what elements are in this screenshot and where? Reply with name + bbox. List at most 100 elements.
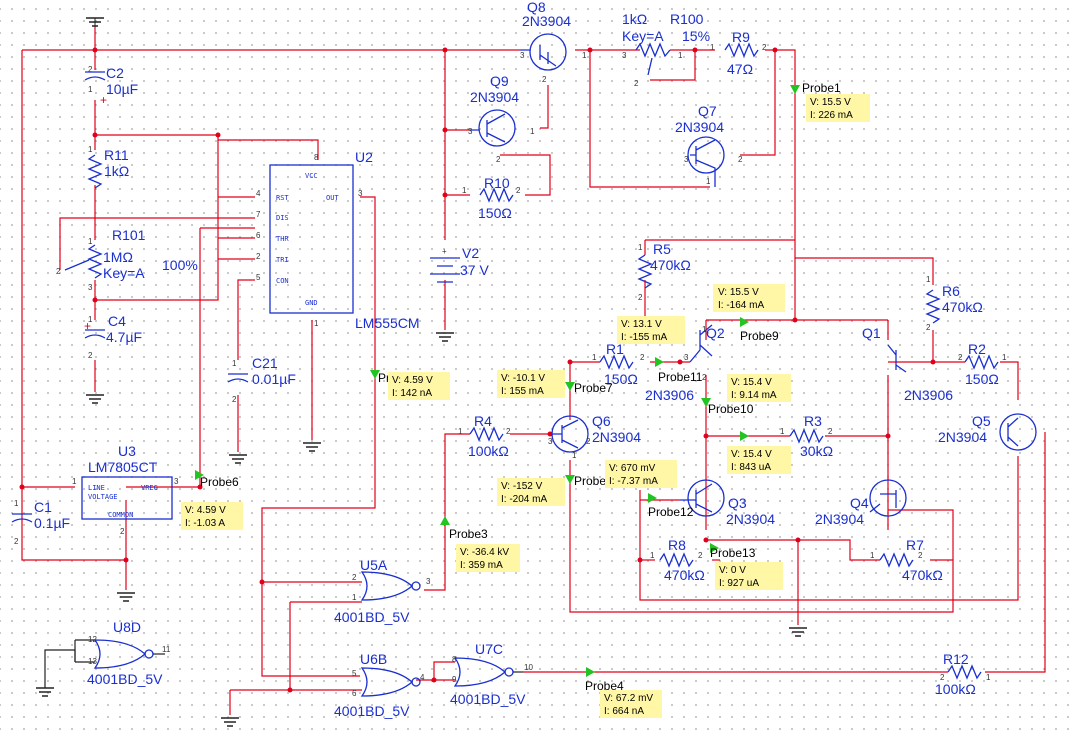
pin-number: 5 — [352, 669, 357, 678]
svg-text:I: -7.37 mA: I: -7.37 mA — [609, 476, 658, 487]
pin-number: + — [442, 247, 447, 256]
svg-text:I: 142 nA: I: 142 nA — [392, 388, 432, 399]
svg-text:V: 15.5 V: V: 15.5 V — [718, 287, 759, 298]
r1-ref: R1 — [606, 341, 624, 357]
q8-model: 2N3904 — [522, 13, 571, 29]
probe1-readout: V: 15.5 V I: 226 mA — [806, 94, 870, 122]
pin-number: 11 — [162, 645, 171, 654]
svg-text:V: -36.4 kV: V: -36.4 kV — [460, 547, 509, 558]
probe-name: Probe7 — [574, 381, 613, 395]
pin-number: 1 — [88, 237, 93, 246]
u3-pin-voltage: VOLTAGE — [88, 493, 118, 501]
pin-number: 1 — [780, 427, 785, 436]
r2-ref: R2 — [968, 341, 986, 357]
pin-number: 4 — [256, 189, 261, 198]
svg-text:I: 664 nA: I: 664 nA — [604, 706, 644, 717]
pin-number: 1 — [702, 325, 707, 334]
c4-value: 4.7µF — [106, 329, 142, 345]
pin-number: 3 — [622, 51, 627, 60]
u2-pin-thr: THR — [276, 235, 289, 243]
probe-name: Probe1 — [802, 81, 841, 95]
pin-number: 1 — [352, 593, 357, 602]
c1-value: 0.1µF — [34, 515, 70, 531]
svg-text:I: -204 mA: I: -204 mA — [501, 494, 547, 505]
pin-number: 3 — [684, 155, 689, 164]
pin-number: 1 — [314, 319, 319, 328]
c21-ref: C21 — [252, 355, 278, 371]
pin-number: 13 — [88, 657, 97, 666]
q1-ref: Q1 — [862, 325, 881, 341]
u2-pin-dis: DIS — [276, 214, 289, 222]
q3-model: 2N3904 — [726, 511, 775, 527]
pin-number: 2 — [738, 155, 743, 164]
pin-number: 1 — [232, 359, 237, 368]
r7-value: 470kΩ — [902, 567, 943, 583]
u3-pin-line: LINE — [88, 484, 105, 492]
pin-number: 2 — [14, 537, 19, 546]
u7c-ref: U7C — [475, 641, 503, 657]
svg-text:I: 226 mA: I: 226 mA — [810, 110, 853, 121]
probe13-readout: V: 0 VI: 927 uA — [715, 562, 783, 590]
probe10-readout: V: 15.4 VI: 9.14 mA — [727, 374, 791, 402]
c4-ref: C4 — [108, 313, 126, 329]
u2-pin-tri: TRI — [276, 256, 289, 264]
probe-name: Probe10 — [708, 402, 754, 416]
r10-ref: R10 — [484, 175, 510, 191]
r11-value: 1kΩ — [104, 163, 129, 179]
u3-pin-vreg: VREG — [141, 484, 158, 492]
r8-value: 470kΩ — [664, 567, 705, 583]
r6-value: 470kΩ — [942, 299, 983, 315]
pin-number: 3 — [358, 189, 363, 198]
pin-number: 1 — [14, 499, 19, 508]
pin-number: 1 — [678, 51, 683, 60]
probe-name: Probe13 — [710, 546, 756, 560]
pin-number: 2 — [638, 293, 643, 302]
pin-number: 2 — [88, 351, 93, 360]
probe-name: Probe11 — [658, 370, 703, 384]
pin-number: 3 — [548, 437, 553, 446]
pin-number: 1 — [1002, 353, 1007, 362]
svg-text:V: 15.5 V: V: 15.5 V — [810, 97, 851, 108]
pin-number: 8 — [314, 153, 319, 162]
pin-number: 1 — [582, 51, 587, 60]
component-symbols — [11, 33, 1037, 697]
u2-pin-con: CON — [276, 277, 289, 285]
pin-number: 1 — [72, 477, 77, 486]
svg-text:V: 67.2 mV: V: 67.2 mV — [604, 693, 653, 704]
pin-number: 3 — [426, 577, 431, 586]
pin-number: 2 — [542, 75, 547, 84]
probe-name: Probe3 — [449, 527, 488, 541]
r5-value: 470kΩ — [650, 257, 691, 273]
q6-model: 2N3904 — [592, 429, 641, 445]
pin-number: 3 — [468, 127, 473, 136]
pin-number: 3 — [174, 477, 179, 486]
pin-number: 12 — [88, 635, 97, 644]
pin-number: 1 — [638, 243, 643, 252]
u5a-model: 4001BD_5V — [334, 609, 410, 625]
pin-number: 5 — [256, 273, 261, 282]
pin-number: 1 — [650, 551, 655, 560]
r4-value: 100kΩ — [468, 443, 509, 459]
pin-number: 2 — [232, 395, 237, 404]
svg-text:+: + — [100, 93, 107, 107]
svg-text:I: -155 mA: I: -155 mA — [621, 332, 667, 343]
r12-ref: R12 — [943, 651, 969, 667]
r3-value: 30kΩ — [800, 443, 833, 459]
pin-number: 2 — [496, 155, 501, 164]
svg-text:V: 0 V: V: 0 V — [719, 565, 746, 576]
pin-number: 1 — [530, 127, 535, 136]
q4-model: 2N3904 — [815, 511, 864, 527]
probe11-readout: V: 13.1 VI: -155 mA — [617, 316, 685, 344]
probe7-readout: V: -10.1 VI: 155 mA — [497, 370, 565, 398]
probe-name: Probe — [574, 474, 606, 488]
probe-names: Probe1 Probe9 Probe11 Probe7 Probe10 Pro… — [200, 81, 841, 693]
pin-number: 1 — [88, 315, 93, 324]
svg-text:V: -10.1 V: V: -10.1 V — [501, 373, 545, 384]
r101-key: Key=A — [103, 265, 145, 281]
u8d-ref: U8D — [113, 619, 141, 635]
pin-number: 1 — [592, 353, 597, 362]
q2-model: 2N3906 — [645, 387, 694, 403]
pin-number: 2 — [640, 353, 645, 362]
